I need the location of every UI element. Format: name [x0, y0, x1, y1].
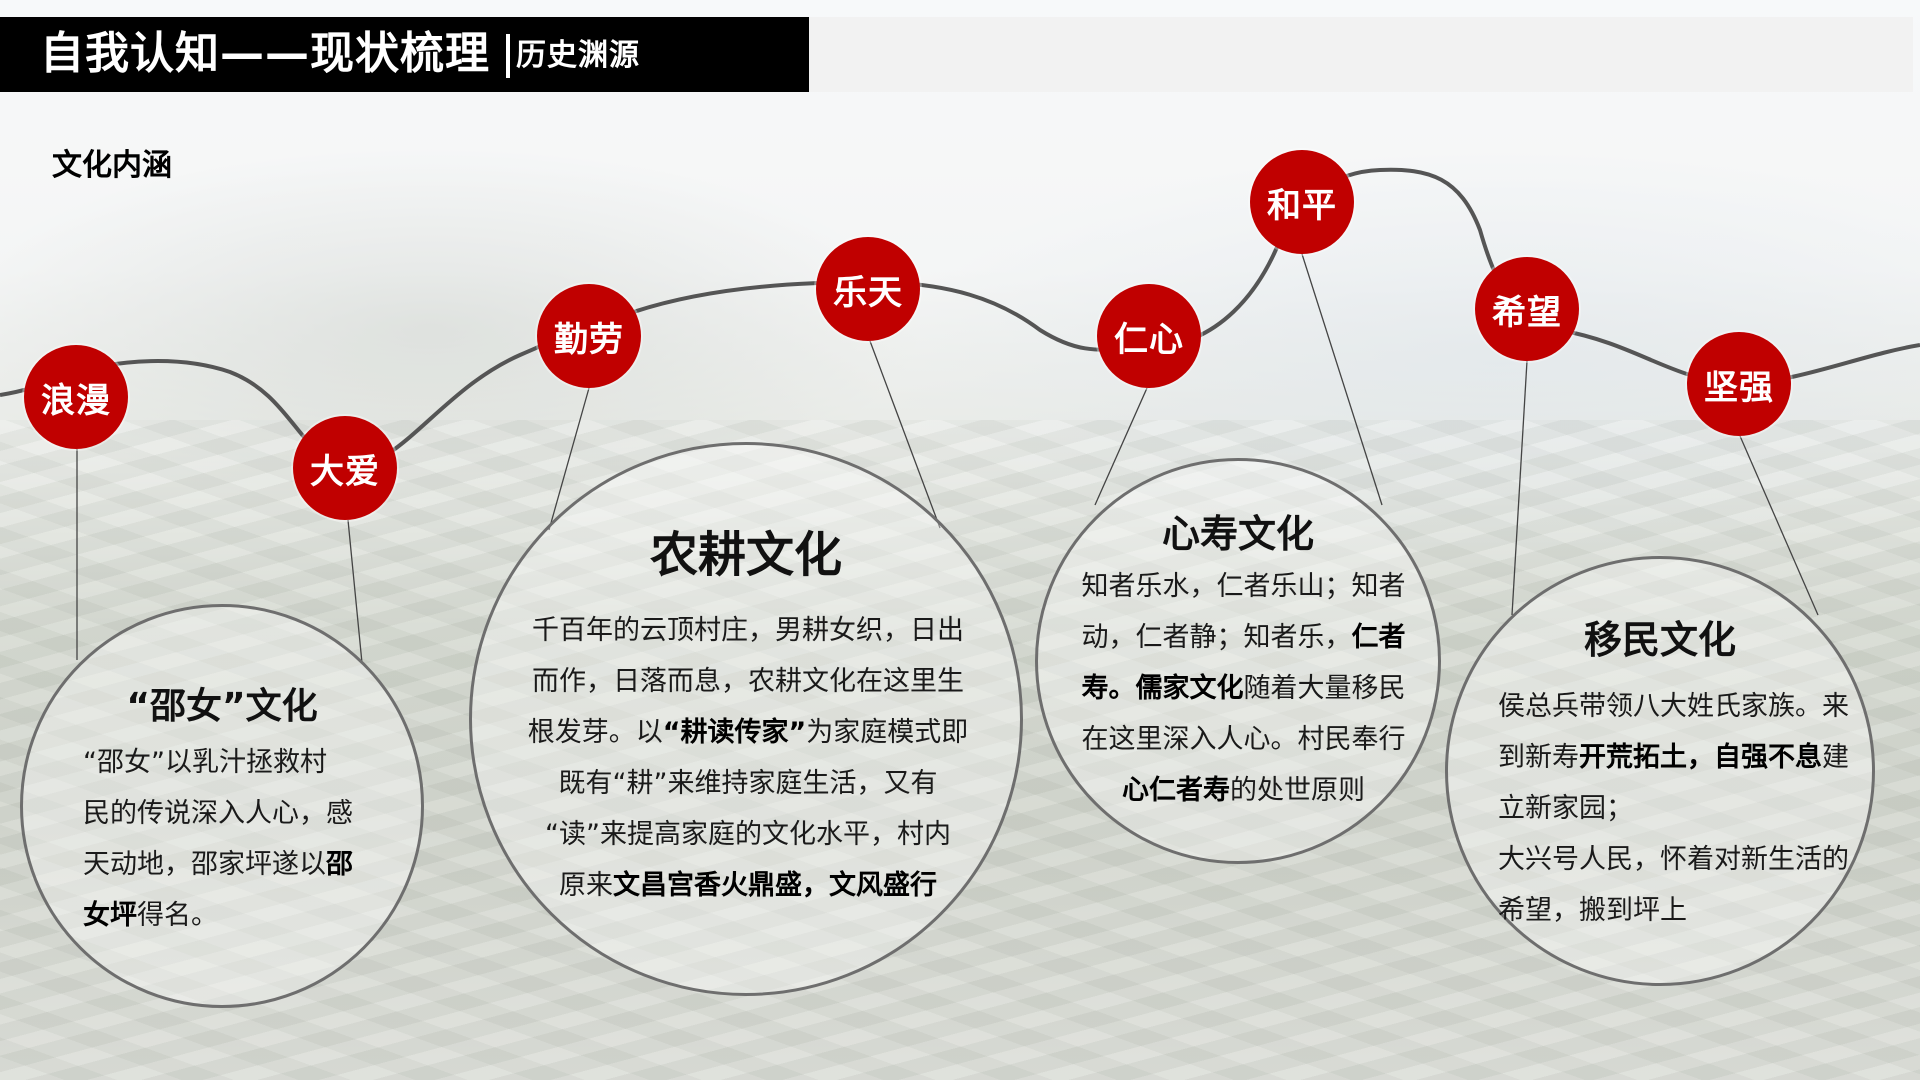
culture-body: 知者乐水，仁者乐山；知者动，仁者静；知者乐，仁者寿。儒家文化随着大量移民在这里深… — [1071, 561, 1416, 816]
culture-text-line: 心仁者寿的处世原则 — [1071, 765, 1416, 816]
header-bar — [0, 17, 809, 92]
connector-qinlao — [548, 387, 590, 531]
emphasis-text: 开荒拓土，自强不息 — [1579, 742, 1822, 773]
body-text: 建 — [1822, 742, 1849, 773]
culture-text-line: 天动地，邵家坪遂以邵 — [83, 839, 353, 890]
culture-text-line: 原来文昌宫香火鼎盛，文风盛行 — [508, 860, 988, 911]
culture-title: 农耕文化 — [649, 527, 842, 583]
culture-text-line: 在这里深入人心。村民奉行 — [1071, 714, 1416, 765]
body-text: 原来 — [559, 870, 613, 901]
keyword-node: 和平 — [1250, 150, 1354, 254]
page-subtitle: 历史渊源 — [516, 38, 640, 73]
body-text: 根发芽。以 — [527, 717, 663, 748]
culture-text-line: 既有“耕”来维持家庭生活，又有 — [508, 758, 988, 809]
connector-jianqiang — [1739, 435, 1819, 616]
body-text: 而作，日落而息，农耕文化在这里生 — [532, 666, 964, 697]
keyword-node: 希望 — [1475, 257, 1579, 361]
body-text: 得名。 — [137, 900, 218, 931]
culture-text-line: 立新家园； — [1498, 783, 1849, 834]
connector-renxin — [1094, 387, 1148, 506]
culture-text-line: “读”来提高家庭的文化水平，村内 — [508, 809, 988, 860]
keyword-node: 坚强 — [1687, 332, 1791, 436]
body-text: “邵女”以乳汁拯救村 — [83, 747, 327, 778]
body-text: 知者乐水，仁者乐山；知者 — [1081, 571, 1406, 602]
emphasis-text: 寿。 — [1081, 673, 1136, 704]
culture-bubble-xinshou: 心寿文化 知者乐水，仁者乐山；知者动，仁者静；知者乐，仁者寿。儒家文化随着大量移… — [1035, 458, 1441, 864]
culture-text-line: 侯总兵带领八大姓氏家族。来 — [1498, 681, 1849, 732]
body-text: 在这里深入人心。村民奉行 — [1081, 724, 1406, 755]
connector-letian — [869, 340, 941, 529]
culture-text-line: 民的传说深入人心，感 — [83, 788, 353, 839]
culture-text-line: 根发芽。以“耕读传家”为家庭模式即 — [508, 707, 988, 758]
culture-title: 移民文化 — [1583, 618, 1736, 662]
body-text: 天动地，邵家坪遂以 — [83, 849, 326, 880]
keyword-node: 乐天 — [816, 237, 920, 341]
culture-bubble-shaonv: “邵女”文化 “邵女”以乳汁拯救村民的传说深入人心，感天动地，邵家坪遂以邵女坪得… — [20, 604, 424, 1008]
header-right-panel — [809, 17, 1913, 92]
body-text: 千百年的云顶村庄，男耕女织，日出 — [532, 615, 964, 646]
culture-text-line: 女坪得名。 — [83, 890, 353, 941]
emphasis-text: 心仁者寿 — [1122, 775, 1230, 806]
culture-bubble-yimin: 移民文化 侯总兵带领八大姓氏家族。来到新寿开荒拓土，自强不息建立新家园；大兴号人… — [1445, 556, 1875, 986]
body-text: 到新寿 — [1498, 742, 1579, 773]
body-text: 大兴号人民，怀着对新生活的 — [1498, 844, 1849, 875]
keyword-node: 浪漫 — [24, 345, 128, 449]
section-label: 文化内涵 — [52, 148, 172, 183]
body-text: 民的传说深入人心，感 — [83, 798, 353, 829]
emphasis-text: 邵 — [326, 849, 353, 880]
body-text: 的处世原则 — [1230, 775, 1365, 806]
keyword-curve — [0, 167, 1920, 471]
culture-text-line: 千百年的云顶村庄，男耕女织，日出 — [508, 605, 988, 656]
connector-xiwang — [1511, 360, 1528, 616]
keyword-node: 大爱 — [293, 416, 397, 520]
body-text: 动，仁者静；知者乐， — [1081, 622, 1352, 653]
body-text: 侯总兵带领八大姓氏家族。来 — [1498, 691, 1849, 722]
body-text: 为家庭模式即 — [806, 717, 969, 748]
culture-text-line: 而作，日落而息，农耕文化在这里生 — [508, 656, 988, 707]
culture-bubble-nonggeng: 农耕文化 千百年的云顶村庄，男耕女织，日出而作，日落而息，农耕文化在这里生根发芽… — [469, 442, 1023, 996]
connector-daai — [347, 519, 363, 664]
emphasis-text: 女坪 — [83, 900, 137, 931]
body-text: 立新家园； — [1498, 793, 1633, 824]
culture-text-line: 到新寿开荒拓土，自强不息建 — [1498, 732, 1849, 783]
culture-text-line: 希望，搬到坪上 — [1498, 885, 1849, 936]
culture-text-line: 动，仁者静；知者乐，仁者 — [1071, 612, 1416, 663]
emphasis-text: 文昌宫香火鼎盛，文风盛行 — [613, 870, 937, 901]
body-text: 既有“耕”来维持家庭生活，又有 — [558, 768, 938, 799]
title-separator — [506, 34, 510, 78]
culture-title: “邵女”文化 — [126, 686, 318, 727]
culture-text-line: “邵女”以乳汁拯救村 — [83, 737, 353, 788]
page-title-main: 自我认知——现状梳理 — [40, 28, 490, 79]
body-text: “读”来提高家庭的文化水平，村内 — [545, 819, 951, 850]
body-text: 希望，搬到坪上 — [1498, 895, 1687, 926]
culture-title: 心寿文化 — [1161, 512, 1314, 556]
emphasis-text: 仁者 — [1351, 622, 1406, 653]
body-text: 随着大量移民 — [1243, 673, 1406, 704]
page-title: 自我认知——现状梳理历史渊源 — [40, 22, 640, 88]
culture-text-line: 大兴号人民，怀着对新生活的 — [1498, 834, 1849, 885]
culture-body: 千百年的云顶村庄，男耕女织，日出而作，日落而息，农耕文化在这里生根发芽。以“耕读… — [508, 605, 988, 911]
emphasis-text: “耕读传家” — [662, 717, 807, 748]
emphasis-text: 儒家文化 — [1135, 673, 1244, 704]
culture-text-line: 寿。儒家文化随着大量移民 — [1071, 663, 1416, 714]
keyword-node: 勤劳 — [537, 284, 641, 388]
culture-text-line: 知者乐水，仁者乐山；知者 — [1071, 561, 1416, 612]
connector-heping — [1301, 253, 1383, 506]
keyword-node: 仁心 — [1097, 284, 1201, 388]
culture-body: 侯总兵带领八大姓氏家族。来到新寿开荒拓土，自强不息建立新家园；大兴号人民，怀着对… — [1498, 681, 1849, 936]
culture-body: “邵女”以乳汁拯救村民的传说深入人心，感天动地，邵家坪遂以邵女坪得名。 — [83, 737, 353, 941]
